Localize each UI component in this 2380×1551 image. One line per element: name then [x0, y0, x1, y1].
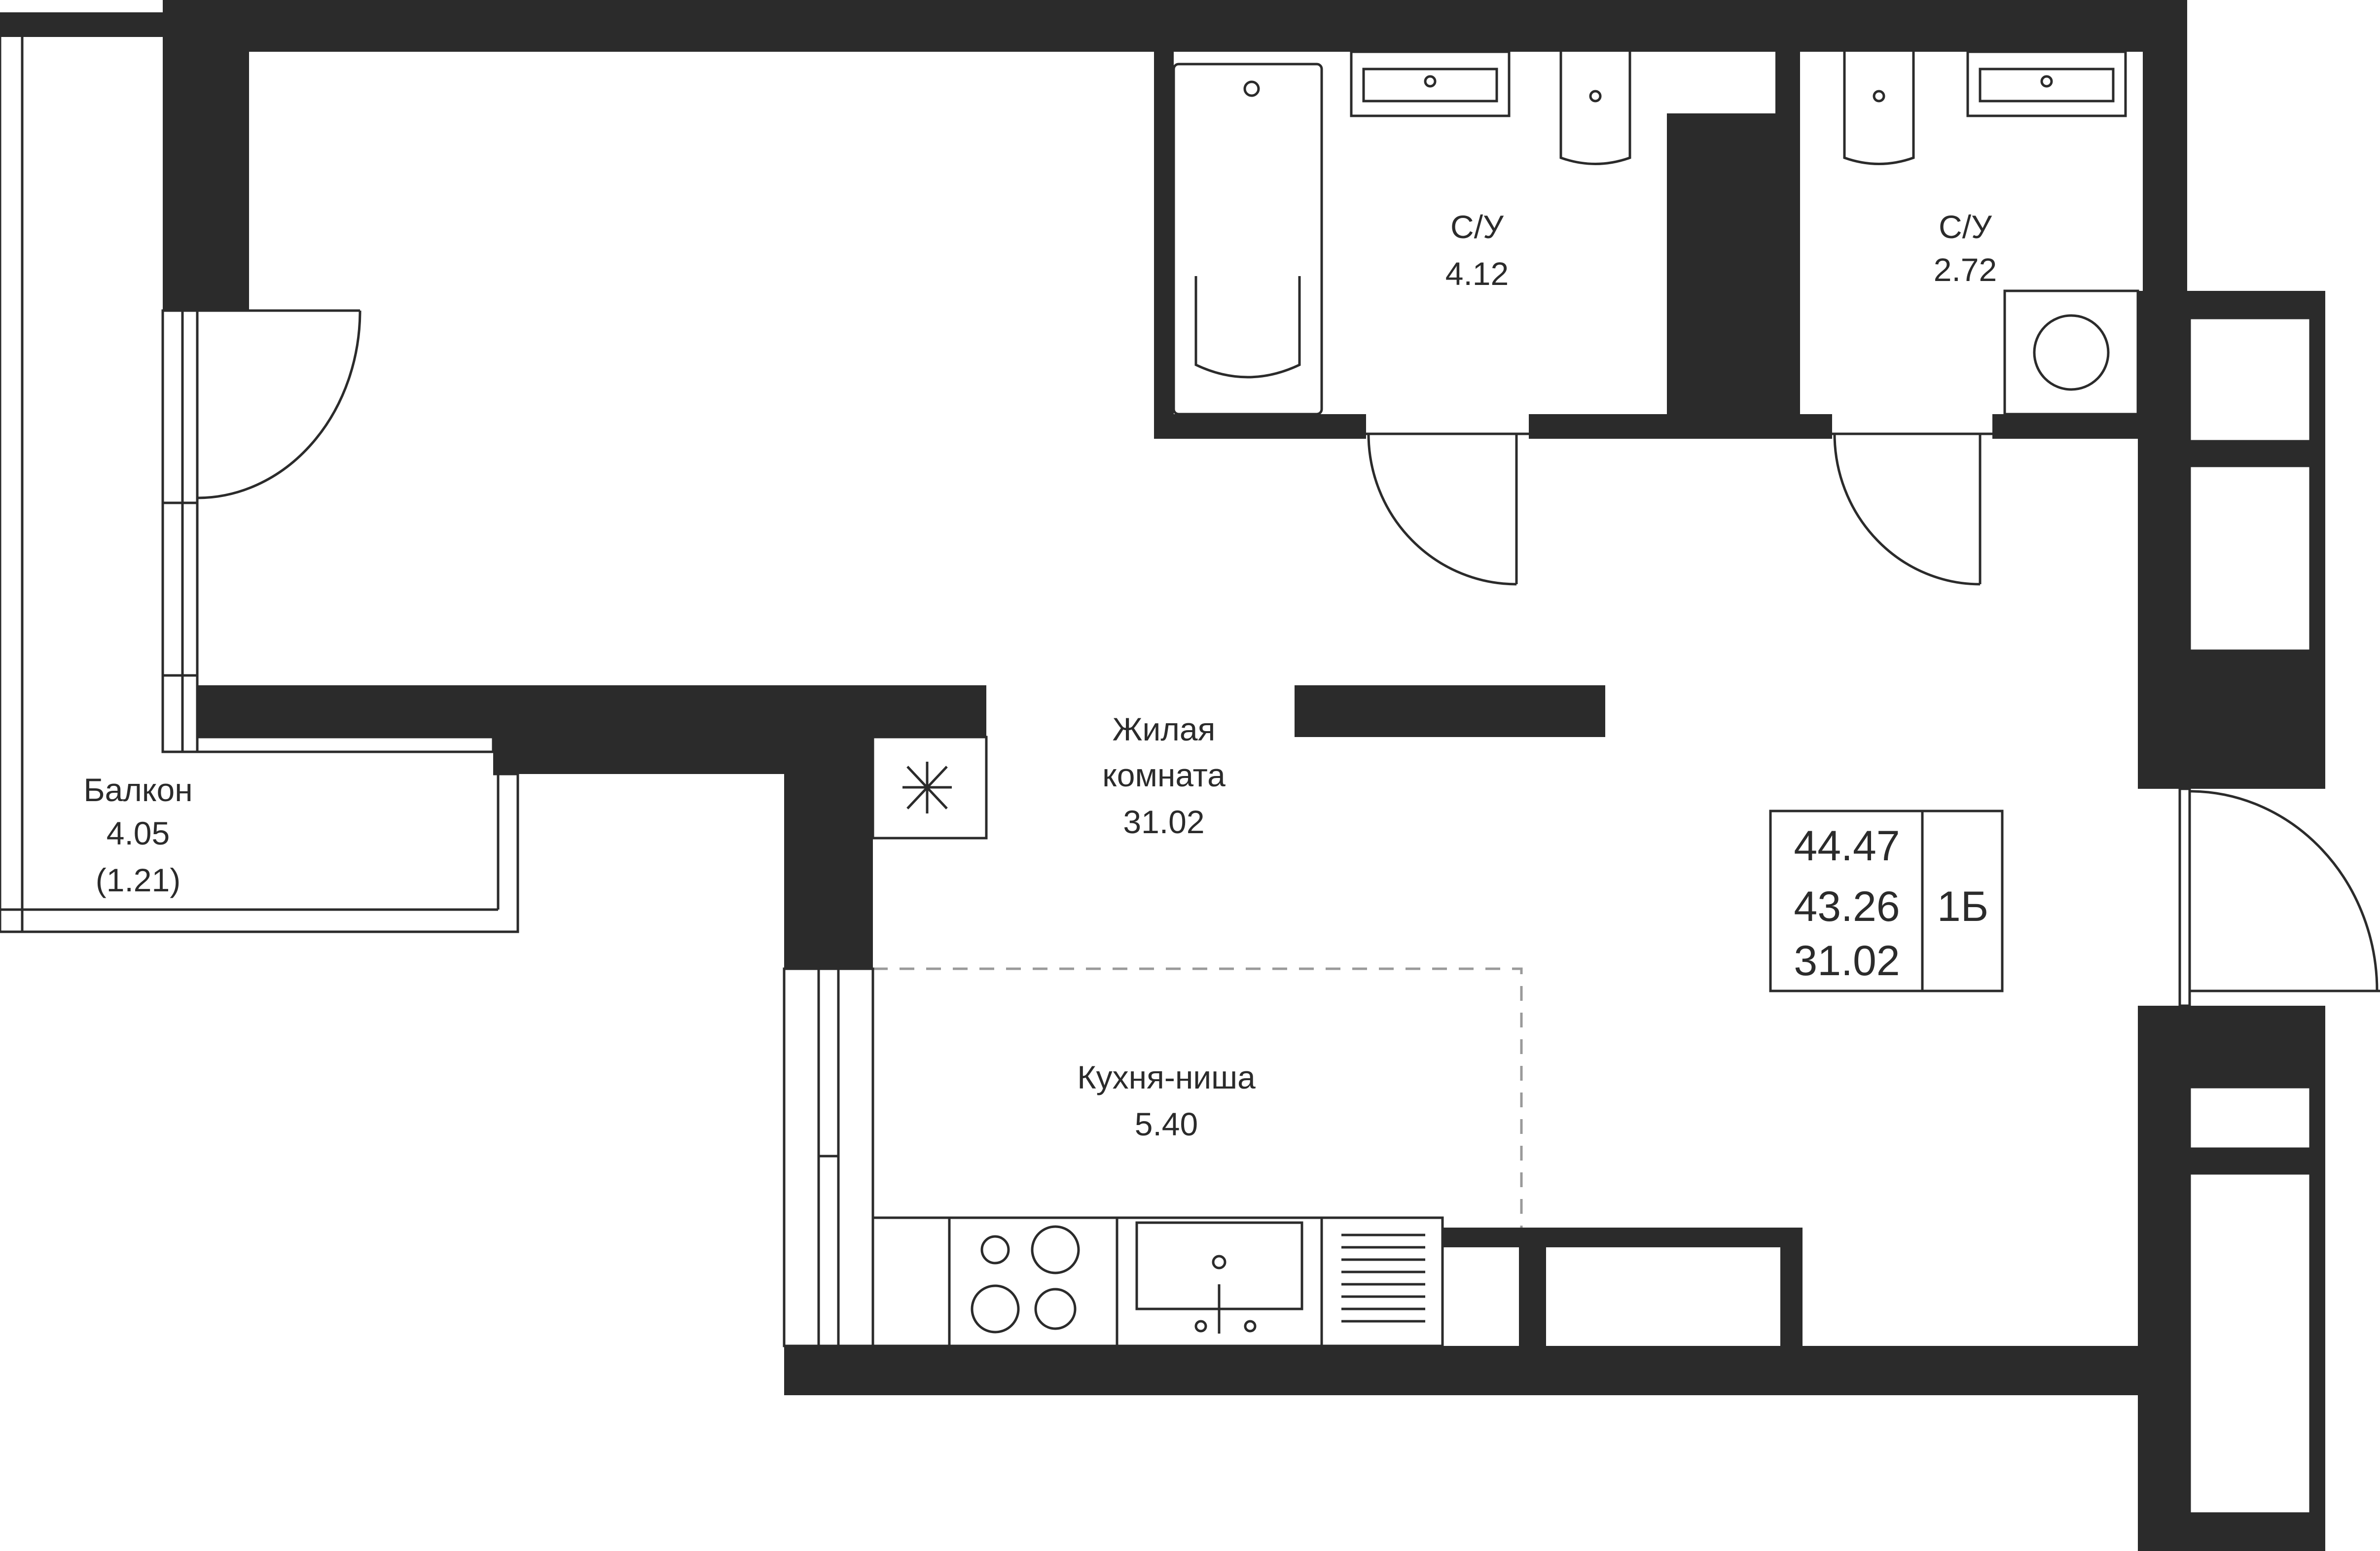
balcony-name: Балкон	[83, 772, 192, 808]
balcony-window-frame	[161, 309, 199, 753]
bathtub-drain-icon	[1243, 80, 1260, 97]
walls	[0, 0, 2187, 1551]
living-room-name-2: комната	[1102, 757, 1226, 793]
balcony-door-swing	[197, 310, 361, 499]
kitchen-name: Кухня-ниша	[1077, 1059, 1256, 1095]
dishwasher-icon	[1320, 1216, 1444, 1347]
room-labels: С/У 4.12 С/У 2.72 Жилая комната 31.02 Ба…	[83, 209, 1997, 1142]
wall-bath-divider	[1775, 49, 1800, 439]
area-without-balcony: 43.26	[1794, 883, 1900, 930]
toilet-2-flush-icon	[1873, 90, 1885, 103]
burner-icon	[1031, 1225, 1080, 1274]
bathtub-icon	[1172, 63, 1323, 416]
bathroom-1	[1172, 50, 1631, 416]
facade-window-1	[2188, 317, 2312, 443]
wall-kitchen-right-post	[1519, 1247, 1546, 1346]
wall-mid-step	[493, 737, 784, 774]
burner-icon	[971, 1284, 1020, 1334]
entry-door-frame	[2178, 787, 2191, 1007]
bathroom-doors	[1366, 432, 1992, 586]
kitchen-area: 5.40	[1135, 1106, 1198, 1142]
facade-window-4	[2188, 1172, 2312, 1515]
vent-icon	[902, 762, 952, 813]
wall-top-left-stub	[0, 12, 163, 37]
living-area: 31.02	[1794, 937, 1900, 985]
bathroom-2-name: С/У	[1939, 209, 1992, 245]
wall-kitchen-right-top	[1442, 1228, 1803, 1247]
faucet-knob-icon	[1194, 1320, 1207, 1333]
apartment-type: 1Б	[1937, 883, 1988, 930]
sink-icon	[1350, 50, 1511, 117]
kitchen-counter-left	[871, 1216, 951, 1347]
sink-basin	[1362, 68, 1498, 103]
balcony-area-reduced: (1.21)	[96, 862, 180, 898]
bathroom-2-area: 2.72	[1934, 251, 1997, 288]
wall-partition-free	[1295, 685, 1605, 737]
bathroom-1-name: С/У	[1450, 209, 1504, 245]
toilet-flush-icon	[1589, 90, 1602, 103]
wall-right-upper	[2143, 49, 2187, 291]
cooktop-icon	[948, 1216, 1118, 1347]
toilet-icon	[1559, 52, 1631, 165]
sink-drain-icon	[1424, 75, 1437, 88]
bathroom-1-area: 4.12	[1445, 255, 1509, 292]
door-1-swing	[1367, 433, 1517, 586]
facade-window-3	[2188, 1086, 2312, 1150]
bathtub-basin	[1194, 276, 1301, 379]
summary-frame	[1769, 810, 2004, 992]
wall-bath1-bottom-right	[1529, 414, 1805, 439]
wall-kitchen-right-post-2	[1780, 1247, 1803, 1346]
wall-bath1-left	[1154, 49, 1174, 439]
right-facade	[2138, 291, 2325, 1551]
living-room-area: 31.02	[1123, 804, 1204, 840]
sink-2-basin	[1979, 68, 2115, 103]
living-room-name-1: Жилая	[1113, 711, 1216, 747]
washing-machine-drum-icon	[2033, 314, 2110, 391]
wall-bath2-bottom-left	[1800, 414, 1832, 439]
wall-bath2-bottom-right	[1992, 414, 2143, 439]
wall-column-kitchen	[784, 737, 873, 969]
burner-icon	[980, 1235, 1010, 1265]
sink-2-drain-icon	[2040, 75, 2053, 88]
entry-door	[2178, 787, 2380, 1007]
door-2-swing	[1833, 433, 1981, 586]
faucet-knob-icon	[1244, 1320, 1257, 1333]
washing-machine-icon	[2003, 289, 2139, 416]
kitchen-zone-boundary	[873, 967, 1523, 1228]
facade-window-2	[2188, 464, 2312, 652]
wall-bath1-bottom-left	[1154, 414, 1366, 439]
wall-left-upper-column	[163, 49, 249, 311]
burner-icon	[1034, 1288, 1077, 1330]
wall-top	[163, 0, 2187, 52]
balcony	[0, 35, 519, 933]
entry-door-swing	[2189, 790, 2379, 991]
kitchen	[783, 967, 1523, 1347]
dishwasher-grill	[1341, 1234, 1425, 1323]
vent-shaft	[871, 736, 988, 840]
toilet-2-icon	[1843, 52, 1915, 165]
area-summary-box: 44.47 43.26 31.02 1Б	[1769, 810, 2004, 992]
wall-mid-horizontal	[197, 685, 986, 737]
faucet-head-icon	[1212, 1255, 1226, 1269]
balcony-outline	[0, 35, 519, 933]
total-area: 44.47	[1794, 822, 1900, 870]
balcony-sill	[196, 736, 495, 753]
bathroom-2	[1843, 50, 2139, 416]
wall-bottom-right	[1785, 1346, 2187, 1395]
sink-2-icon	[1966, 50, 2127, 117]
balcony-area: 4.05	[107, 815, 170, 851]
